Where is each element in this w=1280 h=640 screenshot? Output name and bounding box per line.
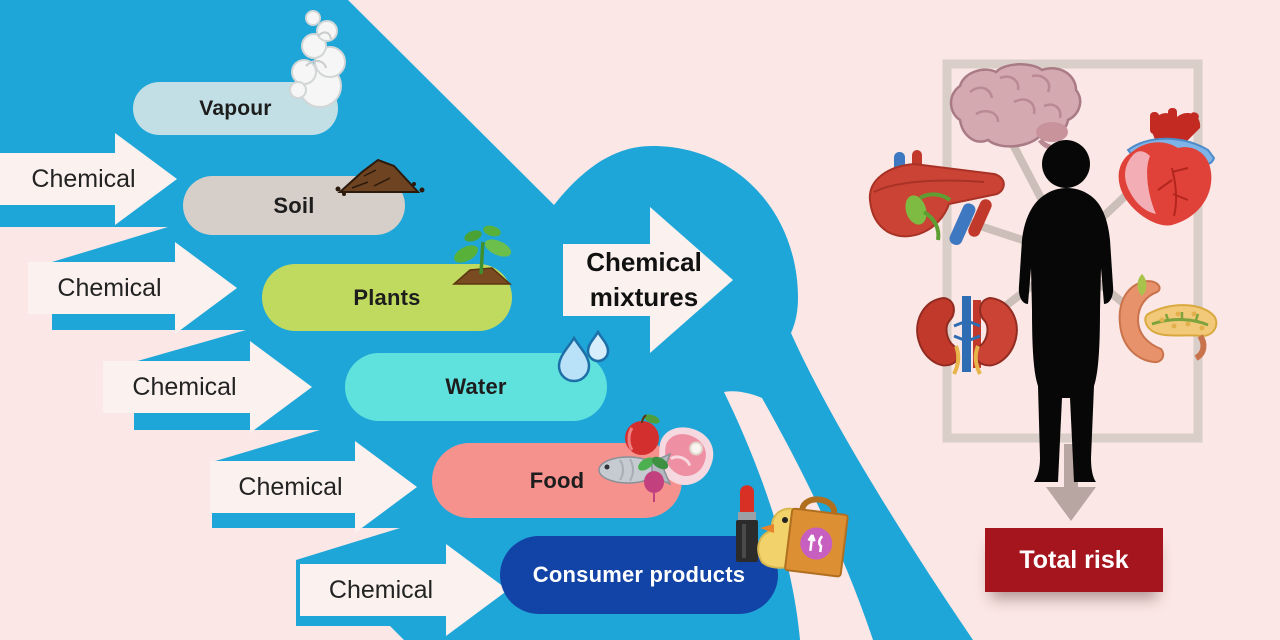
pill-plants-label: Plants xyxy=(353,284,421,310)
heart-icon xyxy=(1118,108,1216,226)
takeout-box-icon xyxy=(784,496,849,578)
pill-vapour-label: Vapour xyxy=(199,96,272,120)
chemical-arrow-label: Chemical xyxy=(57,273,162,302)
meat-icon xyxy=(659,427,714,485)
apple-icon xyxy=(625,414,660,455)
pill-soil-label: Soil xyxy=(273,192,315,218)
down-arrow-icon xyxy=(1046,444,1096,521)
chemical-arrow-3: Chemical xyxy=(103,341,312,433)
human-silhouette xyxy=(1018,140,1114,482)
pill-consumer-products: Consumer products xyxy=(500,536,778,614)
total-risk-label: Total risk xyxy=(1019,545,1129,574)
apple-fish-meat-icons xyxy=(598,414,714,502)
chemical-mixtures-arrow xyxy=(563,207,733,353)
lipstick-duck-box-icons xyxy=(736,485,849,578)
pill-water-label: Water xyxy=(445,374,507,399)
brain-icon xyxy=(949,63,1082,151)
total-risk-box: Total risk xyxy=(985,528,1163,592)
kidneys-icon xyxy=(916,296,1018,375)
chemical-arrow-4: Chemical xyxy=(210,441,417,533)
chemical-arrow-5: Chemical xyxy=(300,544,508,636)
pill-food-label: Food xyxy=(529,467,585,493)
water-drops-icon xyxy=(557,330,610,383)
vapour-smoke-icon xyxy=(289,10,346,108)
liver-icon xyxy=(868,150,1005,246)
pill-consumer-products-label: Consumer products xyxy=(532,562,746,587)
radish-icon xyxy=(638,456,669,502)
chemical-arrow-label: Chemical xyxy=(31,164,136,193)
lipstick-icon xyxy=(736,485,758,562)
chemical-arrow-1: Chemical xyxy=(0,133,177,225)
chemical-arrow-label: Chemical xyxy=(328,575,434,604)
soil-mound-icon xyxy=(335,158,425,196)
chemical-arrow-label: Chemical xyxy=(132,372,237,401)
pancreas-icon xyxy=(1118,274,1218,364)
seedling-icon xyxy=(452,225,512,285)
chemical-arrow-label: Chemical xyxy=(238,472,343,501)
chemical-mixtures-label: Chemical mixtures xyxy=(586,247,702,312)
chemical-arrow-2: Chemical xyxy=(28,242,237,334)
